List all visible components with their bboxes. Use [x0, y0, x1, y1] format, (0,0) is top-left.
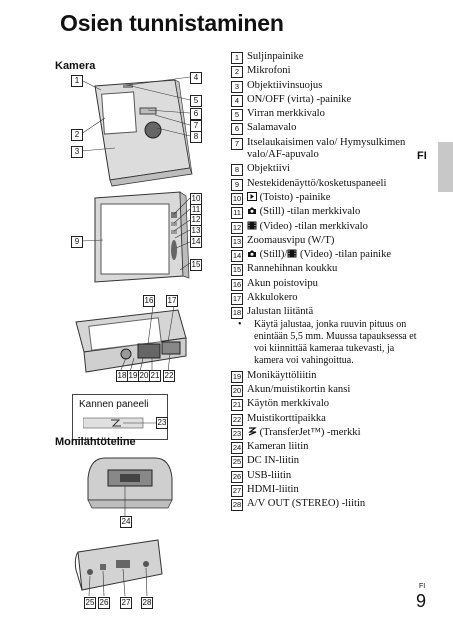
dock-back-illustration: [74, 539, 163, 597]
callout-1: 1: [71, 75, 83, 87]
callout-26: 26: [98, 597, 110, 609]
camera-back-illustration: [80, 191, 191, 283]
callout-23: 23: [156, 417, 168, 429]
dock-label: Monilähtöteline: [55, 436, 136, 448]
language-tab: [438, 142, 453, 192]
callout-5: 5: [190, 95, 202, 107]
cover-panel-drawing: [83, 417, 161, 429]
callout-14: 14: [190, 236, 202, 248]
callout-17: 17: [166, 295, 178, 307]
callout-6: 6: [190, 108, 202, 120]
callout-28: 28: [141, 597, 153, 609]
callout-9: 9: [71, 236, 83, 248]
footer-language: FI: [419, 583, 426, 590]
callout-8: 8: [190, 131, 202, 143]
playback-icon: [247, 191, 257, 203]
callout-10: 10: [190, 193, 202, 205]
still-camera-icon: [247, 206, 257, 217]
callout-27: 27: [120, 597, 132, 609]
transferjet-icon: [247, 427, 257, 438]
cover-panel-label: Kannen paneeli: [79, 399, 149, 410]
callout-22: 22: [163, 370, 175, 382]
list-item: 10 (Toisto) -painike: [231, 191, 331, 205]
callout-16: 16: [143, 295, 155, 307]
list-item: 14 (Still)/ (Video) -tilan painike: [231, 249, 392, 263]
video-film-icon: [247, 221, 257, 232]
list-item: 23 (TransferJet™) -merkki: [231, 426, 361, 440]
tripod-note: •Käytä jalustaa, jonka ruuvin pituus on …: [238, 318, 417, 366]
still-camera-icon: [247, 249, 257, 260]
list-item: 11 (Still) -tilan merkkivalo: [231, 206, 426, 220]
page-title: Osien tunnistaminen: [60, 10, 284, 36]
camera-label: Kamera: [55, 60, 96, 72]
callout-15: 15: [190, 259, 202, 271]
callout-3: 3: [71, 146, 83, 158]
page-number: 9: [416, 591, 427, 611]
cover-panel-callout: Kannen paneeli: [72, 394, 168, 440]
callout-24: 24: [120, 516, 132, 528]
callout-4: 4: [190, 72, 202, 84]
list-item: 12 (Video) -tilan merkkivalo: [231, 220, 368, 234]
callout-2: 2: [71, 129, 83, 141]
language-label: FI: [417, 150, 427, 162]
video-film-icon: [287, 249, 297, 260]
camera-front-illustration: [80, 76, 193, 187]
callout-21: 21: [149, 370, 161, 382]
camera-bottom-illustration: [75, 305, 187, 373]
callout-25: 25: [84, 597, 96, 609]
dock-top-illustration: [87, 457, 173, 516]
callout-18: 18: [116, 370, 128, 382]
